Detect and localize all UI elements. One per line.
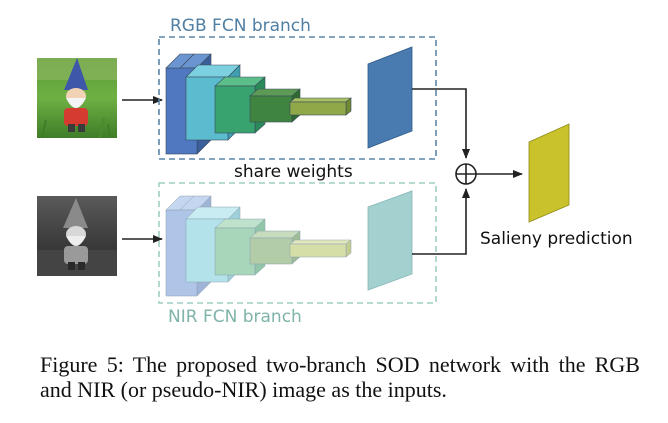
nir-conv-block-5 (289, 239, 352, 258)
rgb-conv-block-5 (289, 97, 352, 116)
nir-branch-label: NIR FCN branch (168, 307, 302, 327)
figure-caption: Figure 5: The proposed two-branch SOD ne… (40, 352, 640, 402)
share-weights-label: share weights (234, 162, 353, 182)
nir-feature-map (367, 190, 413, 291)
nir-to-sum-connector (412, 188, 470, 255)
nir-input-image (37, 196, 117, 276)
rgb-to-sum-connector (412, 88, 470, 159)
rgb-input-image (37, 58, 117, 139)
saliency-output-map (528, 123, 570, 223)
nir-conv-layers (165, 195, 352, 297)
nir-conv-block-4 (249, 230, 301, 265)
rgb-branch-label: RGB FCN branch (170, 16, 311, 36)
saliency-label: Salieny prediction (480, 229, 633, 249)
nir-branch-box (158, 182, 437, 304)
rgb-conv-layers (165, 53, 352, 155)
rgb-feature-map (367, 46, 413, 149)
sum-operator-icon (455, 163, 477, 185)
